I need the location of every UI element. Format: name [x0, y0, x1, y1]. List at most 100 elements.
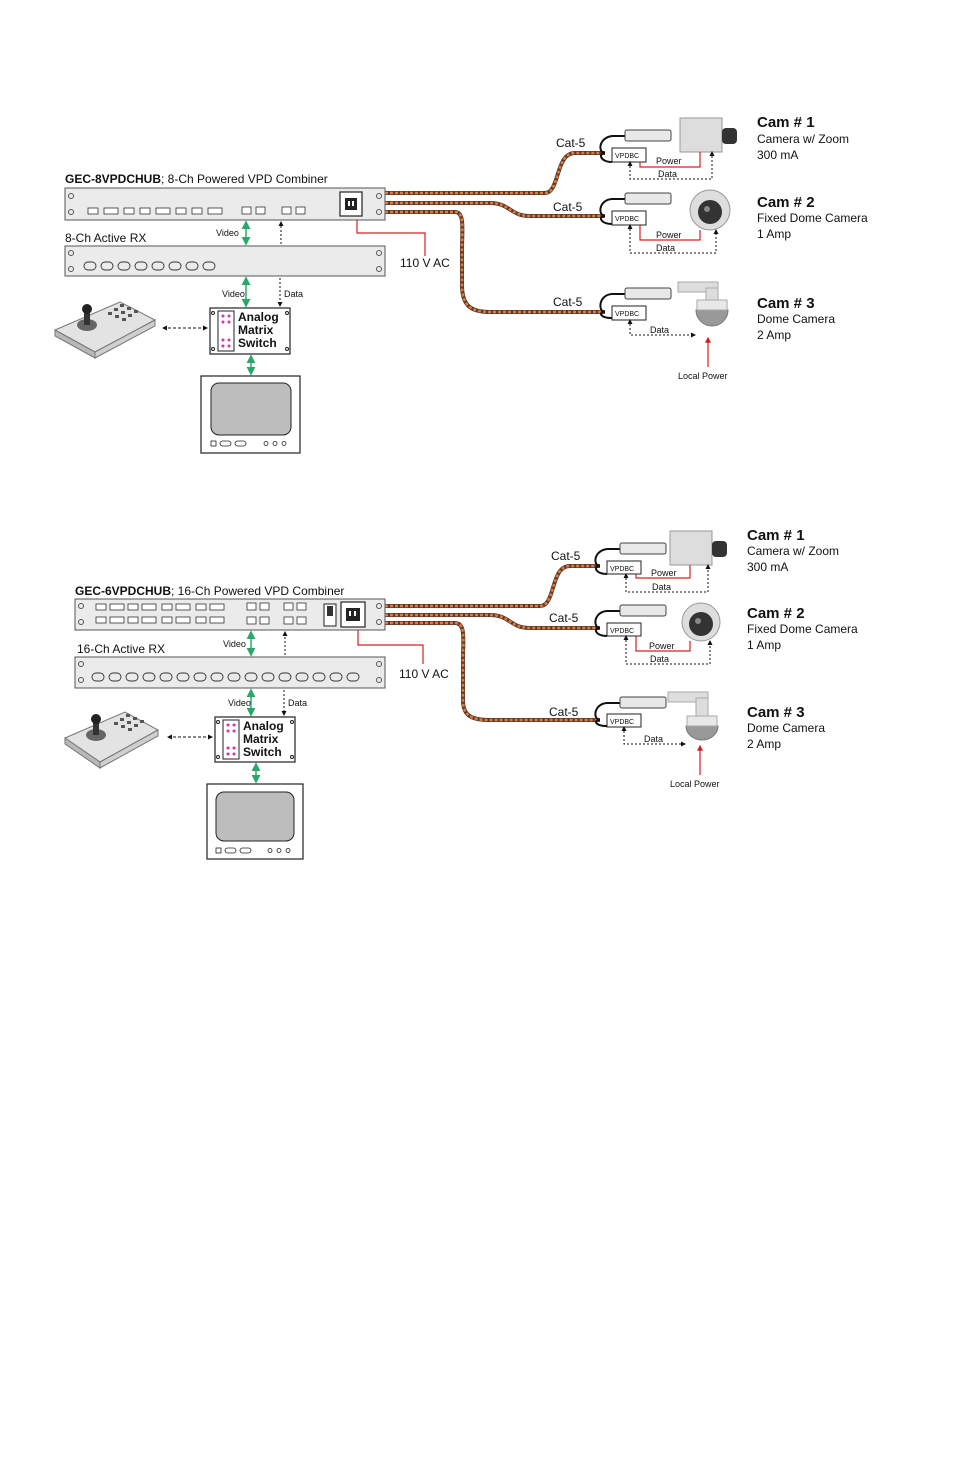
- switch-line-2: Matrix: [243, 732, 279, 746]
- combiner-model: GEC-8VPDCHUB: [65, 172, 161, 186]
- data-line: [627, 319, 696, 338]
- cable-label-3: Cat-5: [549, 705, 579, 719]
- monitor-icon: [206, 783, 304, 860]
- bnc-connector-icon: [624, 287, 672, 300]
- cam-type: Fixed Dome Camera: [747, 622, 858, 636]
- cable-label-3: Cat-5: [553, 295, 583, 309]
- cable-label-2: Cat-5: [553, 200, 583, 214]
- cam-power: 1 Amp: [757, 227, 791, 241]
- analog-matrix-switch: Analog Matrix Switch: [209, 307, 291, 355]
- camera-3-assembly: VPDBC Data Local Power: [599, 281, 729, 381]
- switch-line-1: Analog: [238, 310, 279, 324]
- camera-2-assembly: VPDBC Power Data: [599, 189, 731, 254]
- cam-title: Cam # 2: [747, 605, 805, 622]
- video-label: Video: [216, 228, 239, 238]
- camera-3-assembly: VPDBC Data Local Power: [594, 691, 720, 789]
- data-line: [623, 564, 711, 593]
- cable-label-1: Cat-5: [551, 549, 581, 563]
- power-label: Power: [649, 641, 675, 651]
- local-power-label: Local Power: [678, 371, 728, 381]
- cable-label-1: Cat-5: [556, 136, 586, 150]
- cam-power: 2 Amp: [747, 737, 781, 751]
- video-label-2: Video: [228, 698, 251, 708]
- bnc-connector-icon: [619, 604, 667, 617]
- data-line-label: Data: [652, 582, 671, 592]
- system-diagram-1: GEC-8VPDCHUB; 8-Ch Powered VPD Combiner …: [53, 114, 868, 454]
- box-camera-icon: [669, 530, 713, 566]
- data-label: Data: [288, 698, 307, 708]
- ac-power-line: [357, 630, 424, 664]
- balun-label: VPDBC: [615, 311, 639, 318]
- bnc-connector-icon: [619, 696, 667, 709]
- power-label: Power: [656, 230, 682, 240]
- balun-label: VPDBC: [610, 719, 634, 726]
- switch-line-3: Switch: [238, 336, 277, 350]
- cam-type: Fixed Dome Camera: [757, 211, 868, 225]
- rx-label: 16-Ch Active RX: [77, 642, 165, 656]
- data-line-label: Data: [644, 734, 663, 744]
- cat5-cables: [385, 151, 605, 314]
- cable-label-2: Cat-5: [549, 611, 579, 625]
- bnc-connector-icon: [619, 542, 667, 555]
- cat5-cables: [385, 564, 600, 722]
- camera-2-assembly: VPDBC Power Data: [594, 602, 721, 665]
- system-diagram-2: GEC-6VPDCHUB; 16-Ch Powered VPD Combiner…: [63, 527, 858, 860]
- balun-label: VPDBC: [610, 628, 634, 635]
- active-rx-rack: [74, 656, 386, 689]
- data-line: [627, 224, 719, 254]
- power-label: Power: [651, 568, 677, 578]
- analog-matrix-switch: Analog Matrix Switch: [214, 716, 296, 763]
- ptz-keyboard-icon: [63, 711, 160, 769]
- switch-line-3: Switch: [243, 745, 282, 759]
- local-power-label: Local Power: [670, 779, 720, 789]
- balun-label: VPDBC: [610, 566, 634, 573]
- balun-label: VPDBC: [615, 153, 639, 160]
- combiner-rack: [64, 187, 386, 221]
- cam-type: Dome Camera: [747, 721, 825, 735]
- cam-title: Cam # 1: [757, 114, 815, 131]
- ptz-keyboard-icon: [53, 301, 157, 359]
- active-rx-rack: [64, 245, 386, 277]
- ptz-dome-camera-icon: [677, 281, 729, 327]
- cam-title: Cam # 1: [747, 527, 805, 544]
- cam-power: 300 mA: [747, 560, 788, 574]
- cam-power: 300 mA: [757, 148, 798, 162]
- combiner-title: GEC-6VPDCHUB; 16-Ch Powered VPD Combiner: [75, 584, 344, 598]
- ac-power-line: [356, 220, 426, 256]
- data-line-label: Data: [658, 169, 677, 179]
- switch-line-2: Matrix: [238, 323, 274, 337]
- box-camera-icon: [679, 117, 723, 153]
- rx-label: 8-Ch Active RX: [65, 231, 146, 245]
- combiner-title: GEC-8VPDCHUB; 8-Ch Powered VPD Combiner: [65, 172, 328, 186]
- monitor-icon: [200, 375, 301, 454]
- cam-type: Dome Camera: [757, 312, 835, 326]
- data-line: [627, 151, 715, 180]
- combiner-desc: ; 16-Ch Powered VPD Combiner: [171, 584, 344, 598]
- camera-1-assembly: VPDBC Power Data: [599, 117, 737, 180]
- bnc-connector-icon: [624, 129, 672, 142]
- combiner-desc: ; 8-Ch Powered VPD Combiner: [161, 172, 328, 186]
- ac-label: 110 V AC: [400, 256, 450, 270]
- data-line: [621, 726, 686, 747]
- data-line-label: Data: [650, 654, 669, 664]
- camera-1-assembly: VPDBC Power Data: [594, 530, 727, 593]
- cam-type: Camera w/ Zoom: [757, 132, 849, 146]
- combiner-rack: [74, 598, 386, 631]
- ac-label: 110 V AC: [399, 667, 449, 681]
- data-line-label: Data: [650, 325, 669, 335]
- data-label: Data: [284, 289, 303, 299]
- combiner-model: GEC-6VPDCHUB: [75, 584, 171, 598]
- video-label: Video: [223, 639, 246, 649]
- ptz-dome-camera-icon: [667, 691, 719, 741]
- balun-label: VPDBC: [615, 216, 639, 223]
- data-line-label: Data: [656, 243, 675, 253]
- cam-title: Cam # 3: [757, 295, 815, 312]
- bnc-connector-icon: [624, 192, 672, 205]
- power-label: Power: [656, 156, 682, 166]
- cam-type: Camera w/ Zoom: [747, 544, 839, 558]
- video-label-2: Video: [222, 289, 245, 299]
- cam-title: Cam # 2: [757, 194, 815, 211]
- data-line: [623, 635, 713, 665]
